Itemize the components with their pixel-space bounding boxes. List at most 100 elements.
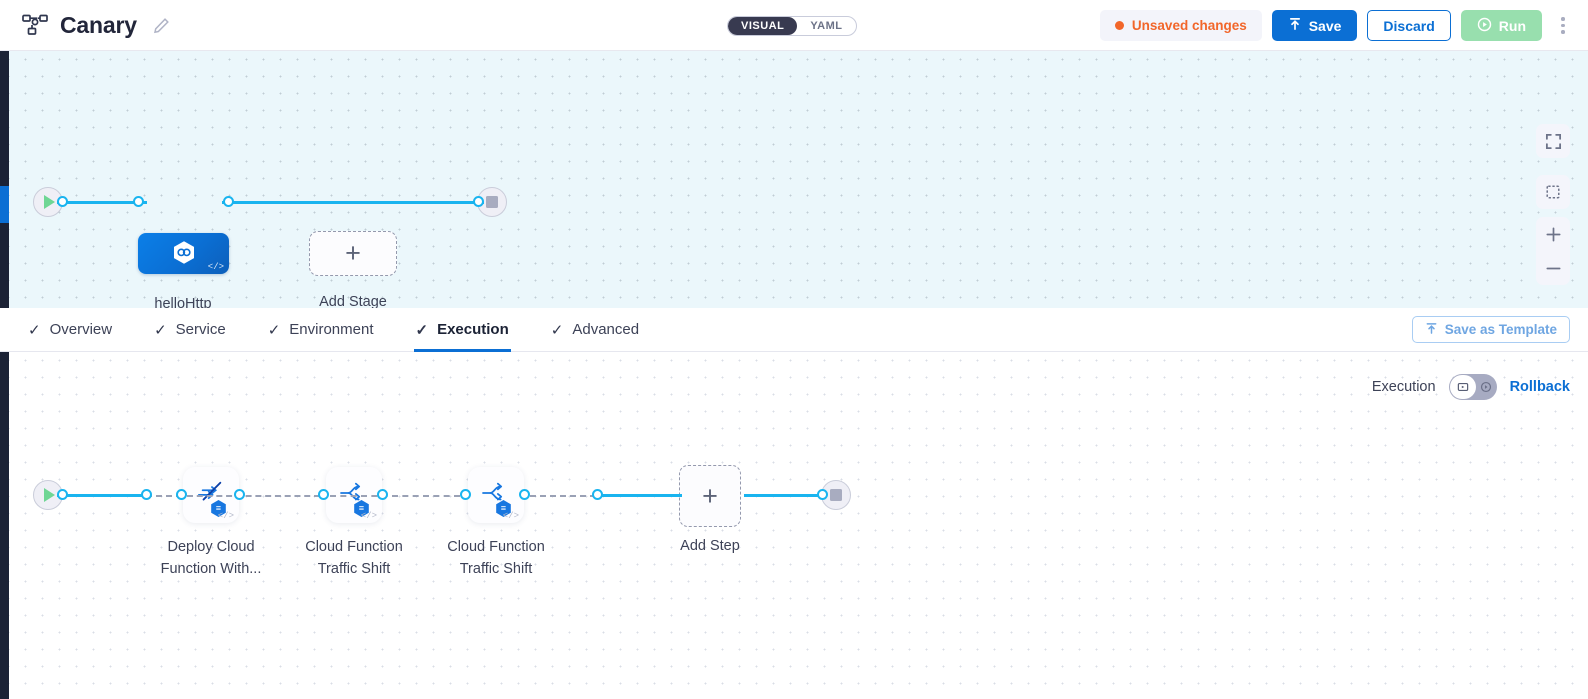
port-step1-in[interactable] xyxy=(176,489,187,500)
port-exec-end-in[interactable] xyxy=(817,489,828,500)
code-view-icon[interactable]: </> xyxy=(360,511,377,521)
step-type-badge: ≡ xyxy=(354,500,369,517)
config-tabbar: ✓ Overview ✓ Service ✓ Environment ✓ Exe… xyxy=(0,308,1588,352)
run-label: Run xyxy=(1498,17,1526,34)
port-end-in[interactable] xyxy=(473,196,484,207)
wire-addstep-to-end xyxy=(744,494,826,497)
tab-overview[interactable]: ✓ Overview xyxy=(28,308,112,352)
step-node-traffic-shift-2[interactable]: ≡ </> xyxy=(468,467,524,523)
save-as-template-button[interactable]: Save as Template xyxy=(1411,316,1570,343)
port-stage-out[interactable] xyxy=(223,196,234,207)
execution-rollback-toggle[interactable] xyxy=(1448,374,1497,400)
play-icon xyxy=(44,488,55,502)
mode-option-visual[interactable]: VISUAL xyxy=(728,17,798,35)
canvas-edge-highlight xyxy=(0,186,9,223)
status-badge-unsaved: Unsaved changes xyxy=(1099,10,1262,41)
tab-label-service: Service xyxy=(175,321,226,338)
execution-canvas-dot-grid xyxy=(0,352,1588,699)
code-view-icon[interactable]: </> xyxy=(207,262,224,272)
stage-label-hellohttp: helloHttp xyxy=(154,296,212,308)
hexagon-link-icon xyxy=(171,240,197,268)
wire-step3-to-groupout xyxy=(530,495,596,497)
zoom-controls[interactable] xyxy=(1536,217,1570,285)
pencil-icon[interactable] xyxy=(153,17,170,34)
mode-option-yaml[interactable]: YAML xyxy=(810,20,843,32)
wire-group-to-addstep xyxy=(600,494,682,497)
step-label-1-line1: Deploy Cloud xyxy=(167,539,255,555)
step-label-3-line2: Traffic Shift xyxy=(459,560,533,577)
app-header: Canary VISUAL YAML Unsaved changes xyxy=(0,0,1588,51)
upload-template-icon xyxy=(1425,322,1438,338)
fullscreen-icon[interactable] xyxy=(1536,124,1570,158)
unsaved-dot-icon xyxy=(1114,21,1124,30)
canvas-left-edge-strip xyxy=(0,51,9,308)
zoom-out-icon[interactable] xyxy=(1536,251,1570,285)
tab-environment[interactable]: ✓ Environment xyxy=(268,308,374,352)
discard-button[interactable]: Discard xyxy=(1367,10,1451,41)
zoom-in-icon[interactable] xyxy=(1536,217,1570,251)
stage-node-hellohttp[interactable]: </> xyxy=(138,233,229,274)
stop-icon xyxy=(830,489,842,501)
step-type-badge: ≡ xyxy=(211,500,226,517)
add-step-button[interactable]: + xyxy=(679,465,741,527)
plus-icon: + xyxy=(345,238,361,268)
page-title: Canary xyxy=(60,11,137,38)
step-label-1-line2: Function With... xyxy=(160,560,262,577)
plus-icon: + xyxy=(702,480,718,511)
traffic-split-icon xyxy=(338,480,370,511)
run-play-icon xyxy=(1477,17,1492,35)
port-group-out[interactable] xyxy=(592,489,603,500)
fullscreen-button[interactable] xyxy=(1536,124,1570,158)
save-upload-icon xyxy=(1288,17,1302,34)
stop-icon xyxy=(486,196,498,208)
pipeline-end-node[interactable] xyxy=(477,187,507,217)
add-step-label: Add Step xyxy=(680,538,740,554)
check-icon: ✓ xyxy=(550,321,564,339)
more-vertical-icon[interactable] xyxy=(1552,10,1574,41)
save-as-template-label: Save as Template xyxy=(1444,322,1557,337)
step-label-2: Cloud Function Traffic Shift xyxy=(274,537,434,581)
fit-to-screen-icon[interactable] xyxy=(1536,175,1570,209)
tab-label-execution: Execution xyxy=(437,321,509,338)
execution-rollback-switch: Execution Rollback xyxy=(1372,374,1570,400)
view-mode-toggle[interactable]: VISUAL YAML xyxy=(727,16,857,36)
port-step3-out[interactable] xyxy=(519,489,530,500)
wire-start-to-stage xyxy=(57,201,147,204)
port-step3-in[interactable] xyxy=(460,489,471,500)
execution-end-node[interactable] xyxy=(821,480,851,510)
port-stage-in[interactable] xyxy=(133,196,144,207)
rollback-steps-icon[interactable] xyxy=(1480,374,1492,400)
code-view-icon[interactable]: </> xyxy=(502,511,519,521)
execution-canvas[interactable]: Execution Rollback xyxy=(0,352,1588,699)
step-label-2-line2: Traffic Shift xyxy=(317,560,391,577)
wire-start-to-group xyxy=(57,494,147,497)
check-icon: ✓ xyxy=(415,321,429,339)
traffic-split-icon xyxy=(480,480,512,511)
execution-label: Execution xyxy=(1371,379,1436,395)
run-button[interactable]: Run xyxy=(1460,10,1542,41)
play-icon xyxy=(44,195,55,209)
port-step2-in[interactable] xyxy=(318,489,329,500)
stage-canvas[interactable]: </> helloHttp + Add Stage xyxy=(0,51,1588,308)
port-step2-out[interactable] xyxy=(377,489,388,500)
tab-execution[interactable]: ✓ Execution xyxy=(413,308,512,352)
header-left-group: Canary xyxy=(0,12,170,39)
save-label: Save xyxy=(1308,17,1342,34)
canvas-dot-grid xyxy=(0,51,1588,308)
port-step1-out[interactable] xyxy=(234,489,245,500)
check-icon: ✓ xyxy=(28,321,41,339)
port-start-out[interactable] xyxy=(57,196,68,207)
wire-step1-to-step2 xyxy=(187,495,320,497)
port-group-in[interactable] xyxy=(141,489,152,500)
fit-to-screen-button[interactable] xyxy=(1536,175,1570,209)
save-button[interactable]: Save xyxy=(1271,10,1358,41)
port-exec-start-out[interactable] xyxy=(57,489,68,500)
execution-steps-icon[interactable] xyxy=(1449,375,1476,399)
tab-advanced[interactable]: ✓ Advanced xyxy=(551,308,639,352)
code-view-icon[interactable]: </> xyxy=(217,511,234,521)
rollback-label[interactable]: Rollback xyxy=(1509,379,1570,395)
tab-service[interactable]: ✓ Service xyxy=(154,308,226,352)
tab-label-environment: Environment xyxy=(289,321,374,338)
add-stage-button[interactable]: + xyxy=(309,231,397,276)
step-label-2-line1: Cloud Function xyxy=(305,539,403,555)
